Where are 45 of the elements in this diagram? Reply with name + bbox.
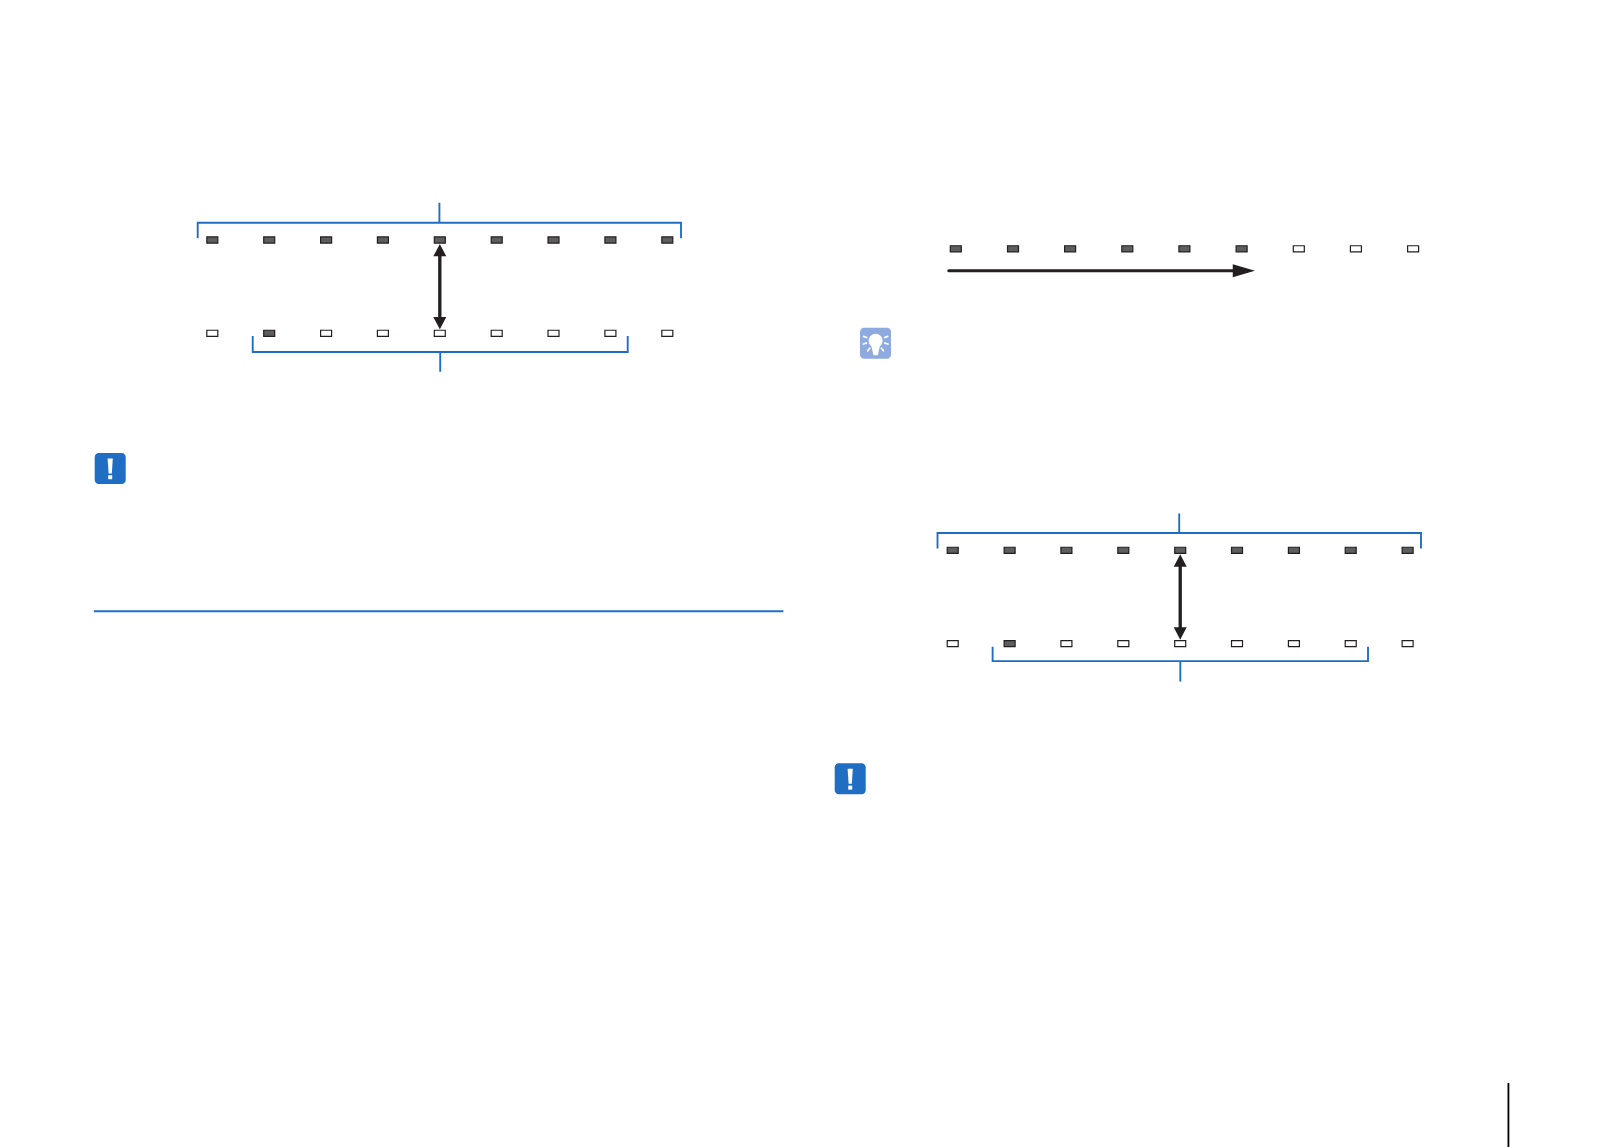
led-indicator: [1287, 546, 1300, 554]
led-indicator: [1174, 546, 1187, 554]
led-indicator: [376, 236, 389, 244]
led-indicator: [263, 329, 276, 337]
led-indicator: [206, 236, 219, 244]
led-indicator: [1006, 245, 1020, 253]
led-indicator: [1121, 245, 1134, 253]
led-indicator: [1287, 639, 1300, 648]
led-indicator: [1064, 245, 1077, 253]
led-indicator: [547, 329, 560, 337]
led-indicator: [1060, 639, 1073, 648]
led-indicator: [1230, 546, 1244, 554]
led-indicator: [1003, 546, 1016, 554]
led-indicator: [206, 329, 219, 337]
led-indicator: [661, 236, 674, 244]
led-indicator: [376, 329, 389, 337]
led-indicator: [1060, 546, 1073, 554]
led-indicator: [1117, 546, 1130, 554]
led-indicator: [320, 329, 333, 337]
led-indicator: [1174, 639, 1187, 648]
led-indicator: [1003, 639, 1016, 648]
led-indicator: [1407, 245, 1420, 253]
led-indicator: [1349, 245, 1362, 253]
led-indicator: [490, 236, 503, 244]
led-indicator: [604, 329, 617, 337]
led-indicator: [433, 329, 446, 337]
led-indicator: [1401, 546, 1414, 554]
led-indicator: [263, 236, 276, 244]
led-indicator: [1344, 546, 1357, 554]
led-indicator: [1235, 245, 1248, 253]
led-indicator: [1230, 639, 1244, 648]
led-indicator: [949, 245, 962, 253]
led-indicator: [490, 329, 503, 337]
led-indicator: [946, 639, 959, 648]
led-indicator: [433, 236, 446, 244]
led-indicator: [1117, 639, 1130, 648]
led-indicator: [946, 546, 959, 554]
led-indicator: [661, 329, 674, 337]
led-indicator: [1401, 639, 1414, 648]
led-indicator: [1178, 245, 1191, 253]
led-indicator: [320, 236, 333, 244]
led-indicator: [547, 236, 560, 244]
led-indicator: [604, 236, 617, 244]
led-indicator: [1344, 639, 1357, 648]
led-indicator: [1292, 245, 1305, 253]
